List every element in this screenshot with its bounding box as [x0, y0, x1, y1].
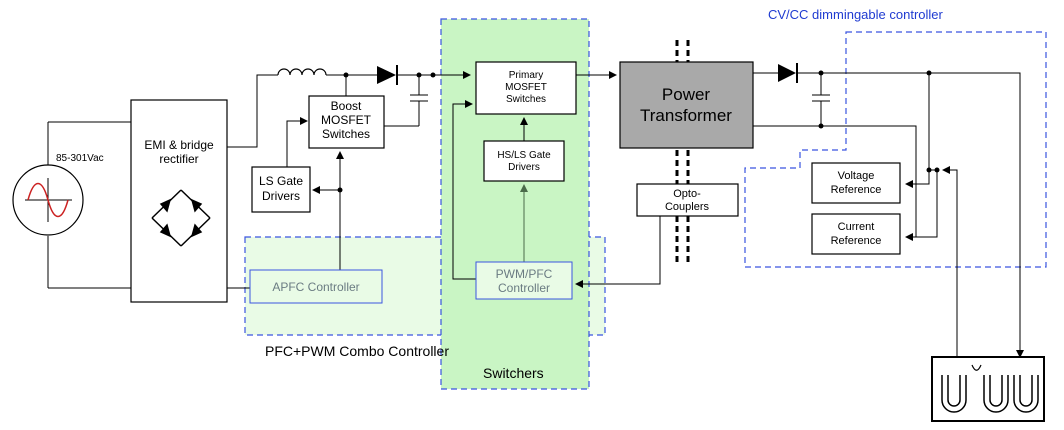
boost-label-line2: MOSFET: [321, 113, 372, 127]
current-ref-line1: Current: [838, 221, 875, 233]
source-voltage-label: 85-301Vac: [56, 153, 104, 164]
power-transformer-block: [619, 61, 754, 149]
boost-label-line3: Switches: [322, 127, 370, 141]
combo-controller-label: PFC+PWM Combo Controller: [265, 343, 449, 359]
bridge-rectifier-icon: [151, 189, 211, 247]
emi-label-line1: EMI & bridge: [144, 138, 214, 152]
hsls-label-line2: Drivers: [508, 162, 540, 173]
switchers-label: Switchers: [483, 365, 544, 381]
primary-label-line3: Switches: [506, 94, 546, 105]
pwm-label-line1: PWM/PFC: [496, 267, 553, 281]
emi-label-line2: rectifier: [159, 152, 198, 166]
pwm-label-line2: Controller: [498, 281, 550, 295]
boost-mosfet-block: [308, 95, 385, 149]
lamp-load-icon: [931, 356, 1045, 422]
voltage-reference-block: [811, 162, 901, 204]
opto-couplers-block: [636, 183, 739, 217]
output-capacitor-icon: [812, 73, 830, 126]
ls-gate-label-line2: Drivers: [262, 189, 300, 203]
apfc-controller-block: [249, 269, 383, 304]
ls-gate-drivers-block: [251, 166, 311, 213]
boost-label-line1: Boost: [331, 99, 362, 113]
isolation-barrier: [675, 40, 690, 262]
primary-mosfet-block: [475, 61, 577, 115]
voltage-ref-line2: Reference: [831, 184, 882, 196]
opto-label-line1: Opto-: [673, 188, 701, 200]
output-diode-icon: [778, 63, 798, 83]
inductor-icon: [277, 68, 327, 76]
pfc-diode-icon: [377, 65, 398, 85]
transformer-label-line1: Power: [662, 85, 711, 104]
emi-bridge-block: [130, 99, 228, 303]
hsls-gate-drivers-block: [483, 140, 565, 182]
primary-label-line1: Primary: [509, 70, 543, 81]
current-ref-line2: Reference: [831, 235, 882, 247]
sine-wave-icon: [27, 182, 69, 218]
cvcc-controller-label: CV/CC dimmingable controller: [768, 7, 944, 22]
ac-source: [12, 122, 84, 288]
bulk-capacitor-icon: [410, 75, 428, 126]
cvcc-region: [744, 31, 1047, 268]
voltage-ref-line1: Voltage: [838, 170, 875, 182]
ls-gate-label-line1: LS Gate: [259, 174, 303, 188]
pwm-pfc-controller-block: [475, 261, 573, 300]
current-reference-block: [811, 213, 901, 255]
hsls-label-line1: HS/LS Gate: [497, 150, 551, 161]
opto-label-line2: Couplers: [665, 201, 710, 213]
transformer-label-line2: Transformer: [640, 106, 732, 125]
apfc-label: APFC Controller: [272, 280, 359, 294]
primary-label-line2: MOSFET: [505, 82, 547, 93]
